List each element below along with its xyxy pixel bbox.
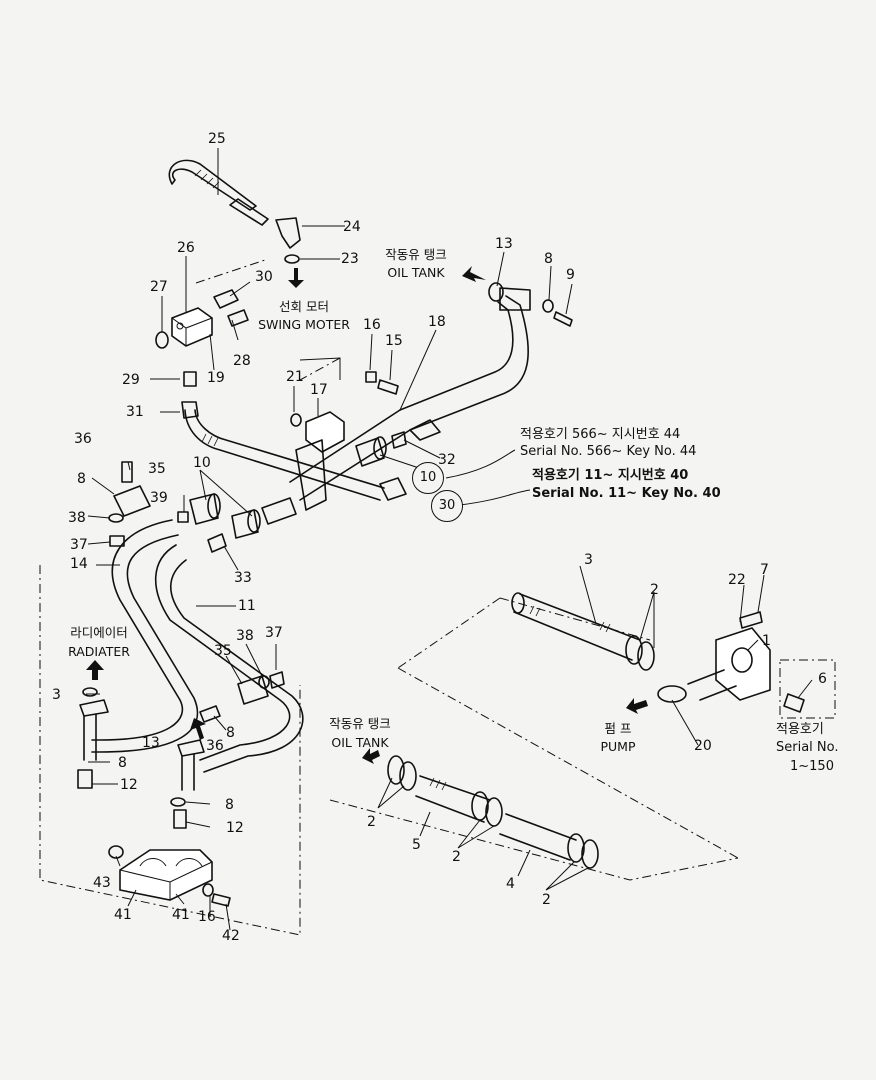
part-callout: 36	[74, 431, 92, 447]
circled-ref-10: 10	[412, 462, 444, 494]
part-callout: 35	[214, 643, 232, 659]
part-callout: 2	[367, 814, 376, 830]
flow-arrow-icon	[288, 268, 304, 288]
part-callout: 22	[728, 572, 746, 588]
part-callout: 18	[428, 314, 446, 330]
part-callout: 8	[118, 755, 127, 771]
swing-motor-hose	[168, 159, 269, 226]
part-callout: 42	[222, 928, 240, 944]
radiator-caption-ko: 라디에이터	[70, 625, 128, 640]
circled-ref-30: 30	[431, 490, 463, 522]
oil-tank-caption-en: OIL TANK	[387, 265, 445, 280]
hose-31	[181, 401, 407, 501]
part-callout: 10	[193, 455, 211, 471]
part-callout: 11	[238, 598, 256, 614]
part-callout: 35	[148, 461, 166, 477]
part-callout: 2	[452, 849, 461, 865]
serial-note-key40-ko: 적용호기 11~ 지시번호 40	[532, 468, 689, 483]
part-callout: 19	[207, 370, 225, 386]
part-callout: 28	[233, 353, 251, 369]
part-callout: 2	[542, 892, 551, 908]
part-callout: 32	[438, 452, 456, 468]
serial-range: 1~150	[790, 759, 834, 774]
part-callout: 9	[566, 267, 575, 283]
leader-lines	[86, 148, 813, 931]
pump-suction	[511, 592, 805, 713]
part-callout: 1	[762, 633, 771, 649]
serial-note-ko: 적용호기	[776, 722, 824, 737]
part-callout: 37	[265, 625, 283, 641]
pump-hoses	[387, 755, 599, 869]
pipe-clamps	[77, 461, 285, 829]
part-callout: 26	[177, 240, 195, 256]
part-callout: 16	[363, 317, 381, 333]
part-callout: 3	[52, 687, 61, 703]
part-callout: 37	[70, 537, 88, 553]
part-callout: 30	[255, 269, 273, 285]
part-callout: 41	[114, 907, 132, 923]
part-callout: 13	[142, 735, 160, 751]
part-callout: 36	[206, 738, 224, 754]
part-callout: 39	[150, 490, 168, 506]
oil-tank-bottom-caption-en: OIL TANK	[331, 735, 389, 750]
oil-tank-caption-ko: 작동유 탱크	[385, 247, 447, 262]
part-callout: 3	[584, 552, 593, 568]
swing-motor-caption-en: SWING MOTER	[258, 317, 350, 332]
oil-tank-bottom-caption-ko: 작동유 탱크	[329, 716, 391, 731]
part-callout: 41	[172, 907, 190, 923]
part-callout: 38	[68, 510, 86, 526]
mounting-bracket	[108, 845, 231, 907]
flow-arrow-icon	[362, 748, 380, 764]
flow-arrow-icon	[462, 266, 486, 282]
part-callout: 7	[760, 562, 769, 578]
part-callout: 43	[93, 875, 111, 891]
serial-note-en: Serial No.	[776, 740, 839, 755]
radiator-pipes	[79, 519, 304, 791]
pump-caption-en: PUMP	[600, 739, 636, 754]
part-callout: 17	[310, 382, 328, 398]
pump-caption-ko: 펌 프	[604, 721, 632, 736]
tank-bolt	[542, 299, 573, 327]
flow-arrow-icon	[190, 718, 206, 740]
assembly-dash-lines	[39, 259, 836, 936]
serial-note-key40-en: Serial No. 11~ Key No. 40	[532, 486, 721, 501]
part-callout: 21	[286, 369, 304, 385]
part-callout: 23	[341, 251, 359, 267]
elbow-fitting	[275, 217, 301, 264]
couplings	[189, 431, 407, 553]
part-callout: 33	[234, 570, 252, 586]
part-callout: 27	[150, 279, 168, 295]
part-callout: 38	[236, 628, 254, 644]
flow-arrow-icon	[86, 660, 104, 680]
part-callout: 13	[495, 236, 513, 252]
part-callout: 5	[412, 837, 421, 853]
part-callout: 8	[544, 251, 553, 267]
part-callout: 12	[120, 777, 138, 793]
part-callout: 20	[694, 738, 712, 754]
part-callout: 8	[225, 797, 234, 813]
serial-note-key44-ko: 적용호기 566~ 지시번호 44	[520, 427, 681, 442]
tee-fitting	[290, 371, 399, 511]
part-callout: 25	[208, 131, 226, 147]
part-callout: 24	[343, 219, 361, 235]
part-callout: 4	[506, 876, 515, 892]
part-callout: 8	[226, 725, 235, 741]
part-callout: 12	[226, 820, 244, 836]
part-callout: 29	[122, 372, 140, 388]
part-callout: 8	[77, 471, 86, 487]
part-callout: 16	[198, 909, 216, 925]
swing-motor-caption-ko: 선회 모터	[279, 299, 329, 314]
radiator-caption-en: RADIATER	[68, 644, 130, 659]
valve-block	[155, 289, 249, 387]
part-callout: 15	[385, 333, 403, 349]
serial-note-key44-en: Serial No. 566~ Key No. 44	[520, 444, 697, 459]
part-callout: 2	[650, 582, 659, 598]
return-pipe	[289, 282, 531, 501]
part-callout: 31	[126, 404, 144, 420]
part-callout: 14	[70, 556, 88, 572]
part-callout: 6	[818, 671, 827, 687]
flow-arrow-icon	[626, 698, 648, 714]
